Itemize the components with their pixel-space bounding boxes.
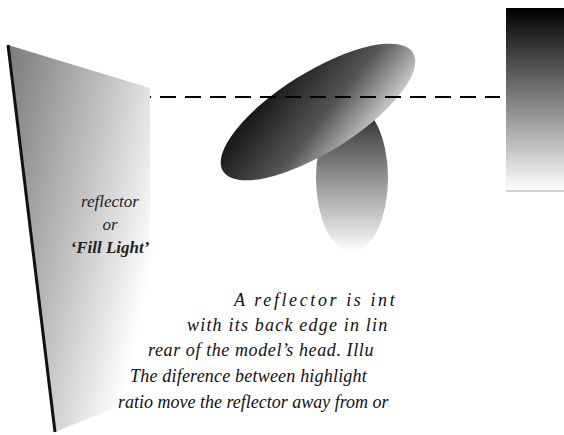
caption-line: A reflector is int bbox=[234, 290, 397, 311]
caption-line: with its back edge in lin bbox=[187, 315, 388, 336]
caption-line: rear of the model’s head. Illu bbox=[148, 340, 374, 361]
reflector-label: or bbox=[102, 215, 117, 235]
reflector-label: reflector bbox=[81, 192, 139, 212]
head-figure bbox=[202, 19, 434, 252]
caption-line: The diference between highlight bbox=[130, 366, 367, 387]
light-source-bar bbox=[506, 8, 564, 191]
bar-edge bbox=[506, 191, 564, 192]
reflector-edge bbox=[8, 45, 55, 432]
caption-line: ratio move the reflector away from or bbox=[118, 392, 389, 413]
head-ellipse bbox=[202, 19, 434, 206]
reflector-label: ‘Fill Light’ bbox=[71, 238, 150, 258]
alignment-line bbox=[135, 96, 500, 98]
reflector-fill bbox=[8, 45, 150, 432]
